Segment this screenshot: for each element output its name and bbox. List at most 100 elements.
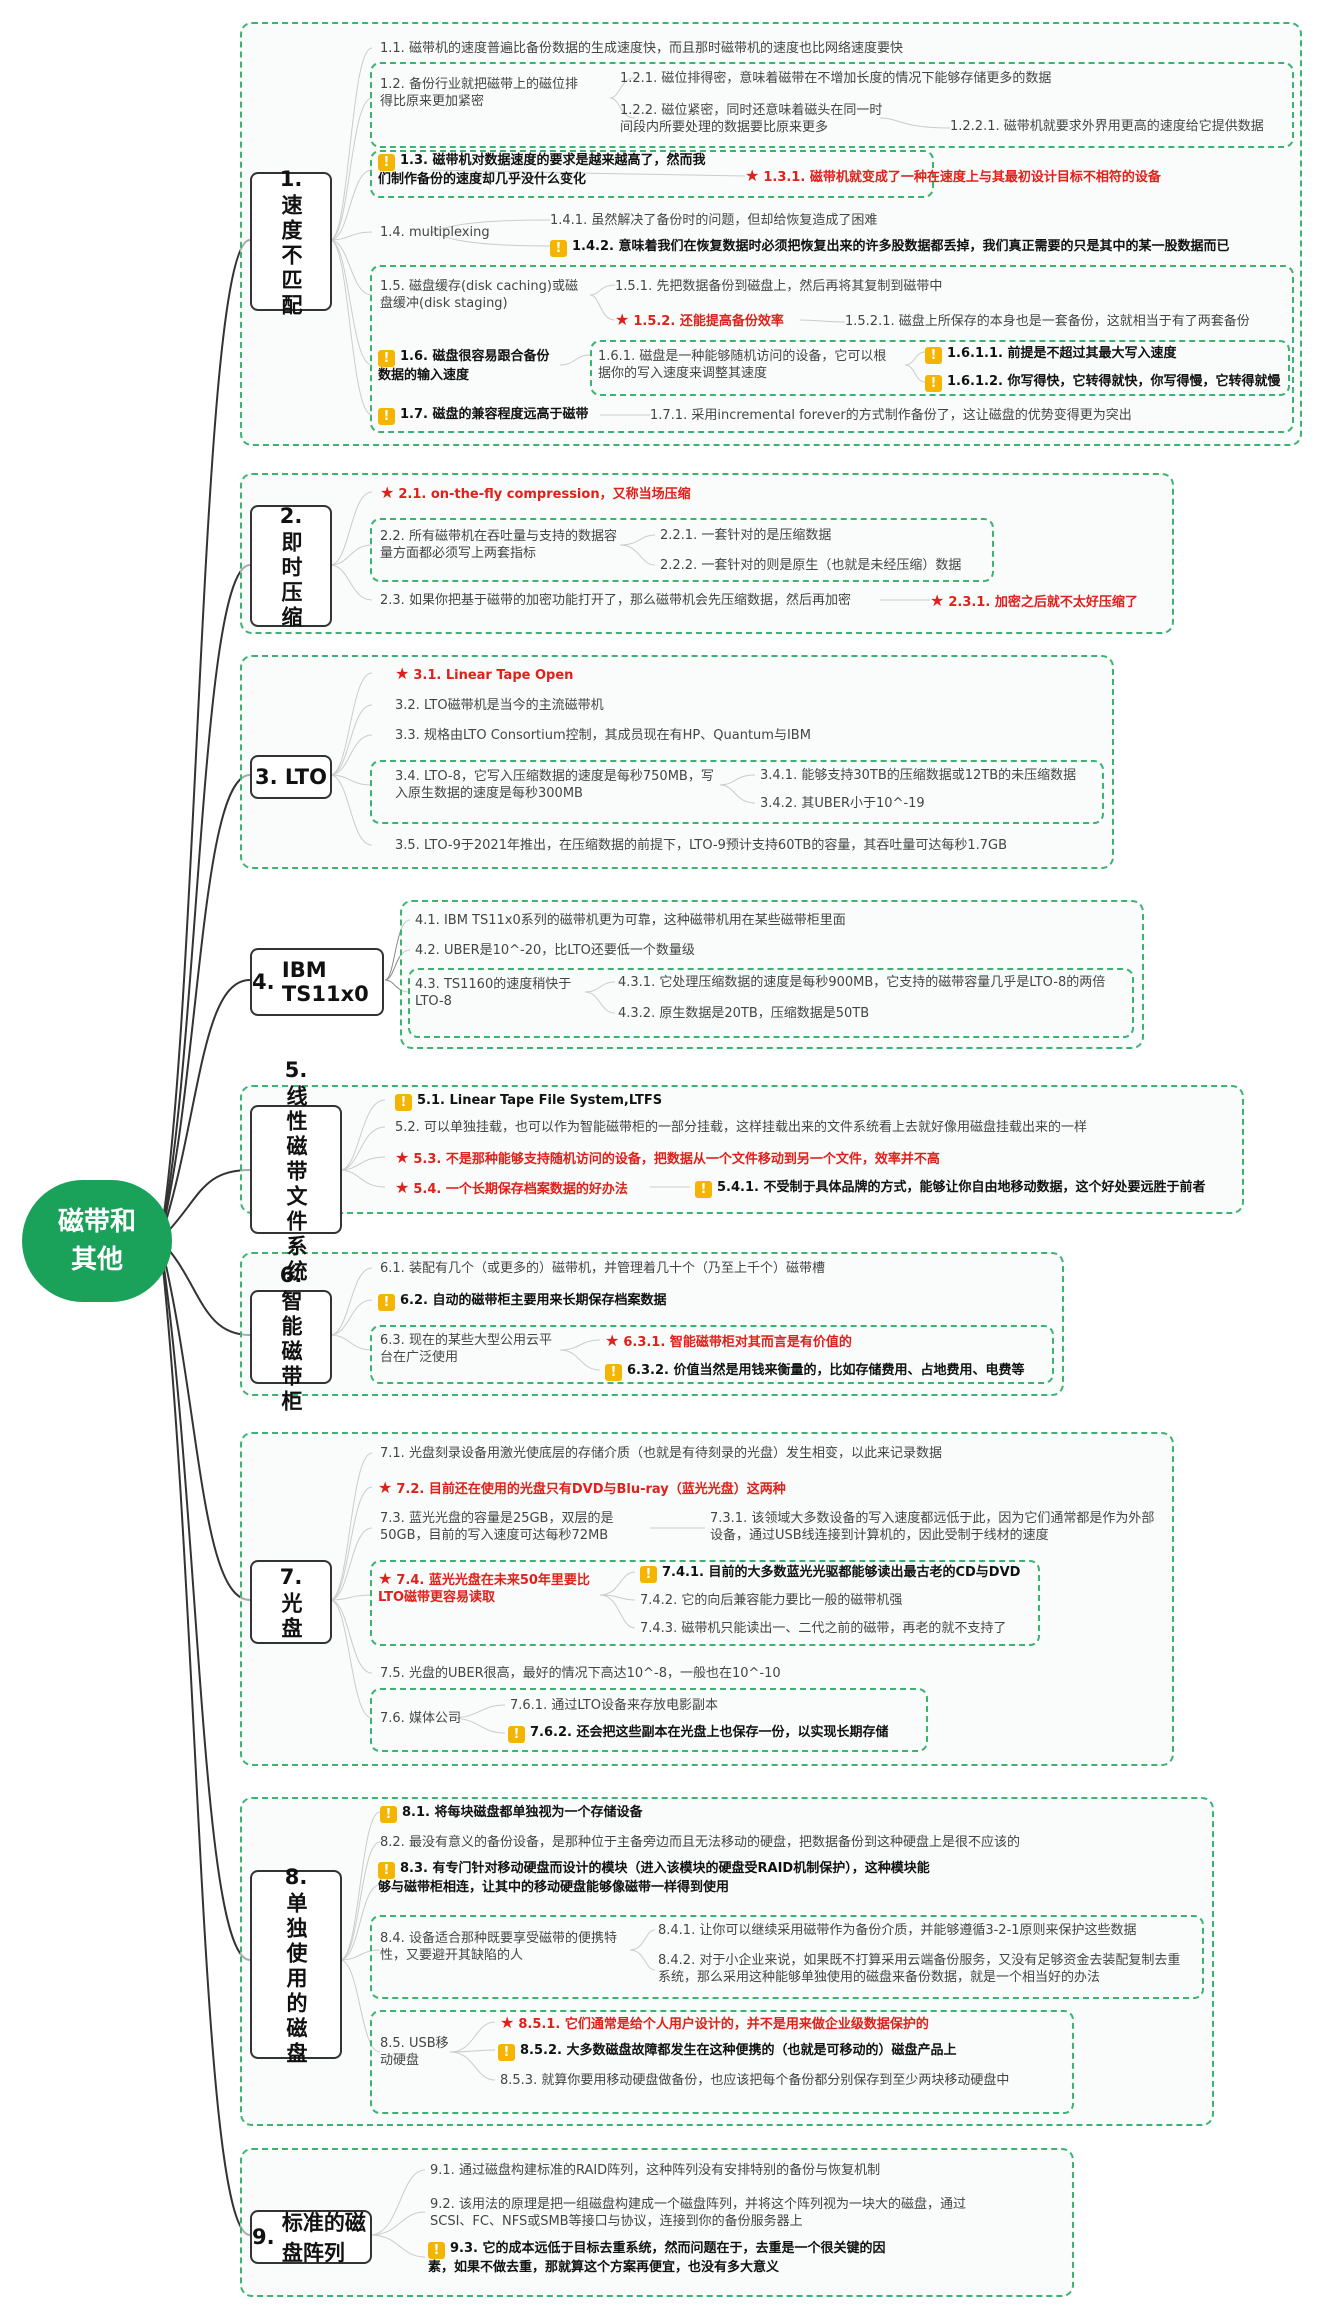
node-1-6-1[interactable]: 1.6.1. 磁盘是一种能够随机访问的设备，它可以根据你的写入速度来调整其速度: [598, 349, 887, 381]
node-4-3-2[interactable]: 4.3.2. 原生数据是20TB，压缩数据是50TB: [618, 1006, 870, 1021]
node-1-4-1[interactable]: 1.4.1. 虽然解决了备份时的问题，但却给恢复造成了困难: [550, 213, 878, 228]
branch-1-node[interactable]: 1.速度不匹配: [250, 167, 332, 319]
node-7-4[interactable]: ★7.4. 蓝光光盘在未来50年里要比LTO磁带更容易读取: [378, 1569, 590, 1605]
node-7-2[interactable]: ★7.2. 目前还在使用的光盘只有DVD与Blu-ray（蓝光光盘）这两种: [378, 1478, 786, 1497]
node-2-3-1[interactable]: ★2.3.1. 加密之后就不太好压缩了: [930, 591, 1138, 610]
node-1-2[interactable]: 1.2. 备份行业就把磁带上的磁位排得比原来更加紧密: [380, 77, 578, 109]
node-8-3[interactable]: !8.3. 有专门针对移动硬盘而设计的模块（进入该模块的硬盘受RAID机制保护）…: [378, 1861, 930, 1895]
branch-6-node[interactable]: 6.智能磁带柜: [250, 1263, 332, 1415]
link-b7: [159, 1239, 251, 1601]
node-1-5[interactable]: 1.5. 磁盘缓存(disk caching)或磁盘缓冲(disk stagin…: [380, 279, 578, 311]
node-5-3[interactable]: ★5.3. 不是那种能够支持随机访问的设备，把数据从一个文件移动到另一个文件，效…: [395, 1148, 940, 1167]
node-1-5-1[interactable]: 1.5.1. 先把数据备份到磁盘上，然后再将其复制到磁带中: [615, 279, 943, 294]
node-3-4[interactable]: 3.4. LTO-8，它写入压缩数据的速度是每秒750MB，写入原生数据的速度是…: [395, 769, 714, 801]
group-b8: [240, 1797, 1214, 2126]
star-icon: ★: [395, 1148, 410, 1167]
node-6-2[interactable]: !6.2. 自动的磁带柜主要用来长期保存档案数据: [378, 1292, 667, 1311]
node-2-2[interactable]: 2.2. 所有磁带机在吞吐量与支持的数据容量方面都必须写上两套指标: [380, 529, 617, 561]
node-1-7[interactable]: !1.7. 磁盘的兼容程度远高于磁带: [378, 406, 589, 425]
central-topic[interactable]: 磁带和其他: [22, 1180, 172, 1302]
node-8-4[interactable]: 8.4. 设备适合那种既要享受磁带的便携特性，又要避开其缺陷的人: [380, 1931, 617, 1963]
node-3-3[interactable]: 3.3. 规格由LTO Consortium控制，其成员现在有HP、Quantu…: [395, 728, 811, 743]
node-8-1[interactable]: !8.1. 将每块磁盘都单独视为一个存储设备: [380, 1804, 643, 1823]
node-1-5-2[interactable]: ★1.5.2. 还能提高备份效率: [615, 310, 784, 329]
node-6-3-1[interactable]: ★6.3.1. 智能磁带柜对其而言是有价值的: [605, 1331, 852, 1350]
node-4-3[interactable]: 4.3. TS1160的速度稍快于LTO-8: [415, 977, 572, 1009]
warning-icon: !: [378, 1294, 395, 1311]
node-8-5-3[interactable]: 8.5.3. 就算你要用移动硬盘做备份，也应该把每个备份都分别保存到至少两块移动…: [500, 2073, 1010, 2088]
node-7-3[interactable]: 7.3. 蓝光光盘的容量是25GB，双层的是50GB，目前的写入速度可达每秒72…: [380, 1511, 614, 1543]
node-7-4-3[interactable]: 7.4.3. 磁带机只能读出一、二代之前的磁带，再老的就不支持了: [640, 1621, 1007, 1636]
node-9-2[interactable]: 9.2. 该用法的原理是把一组磁盘构建成一个磁盘阵列，并将这个阵列视为一块大的磁…: [430, 2197, 966, 2229]
node-7-3-1[interactable]: 7.3.1. 该领域大多数设备的写入速度都远低于此，因为它们通常都是作为外部设备…: [710, 1511, 1155, 1543]
branch-5-node[interactable]: 5.线性磁带文件系统: [250, 1058, 342, 1285]
node-3-2[interactable]: 3.2. LTO磁带机是当今的主流磁带机: [395, 698, 604, 713]
link-b4: [159, 979, 251, 1241]
node-7-1[interactable]: 7.1. 光盘刻录设备用激光使底层的存储介质（也就是有待刻录的光盘）发生相变，以…: [380, 1446, 942, 1461]
node-2-2-2[interactable]: 2.2.2. 一套针对的则是原生（也就是未经压缩）数据: [660, 558, 962, 573]
branch-2-node[interactable]: 2.即时压缩: [250, 504, 332, 631]
link-b2: [159, 564, 251, 1241]
node-7-5[interactable]: 7.5. 光盘的UBER很高，最好的情况下高达10^-8，一般也在10^-10: [380, 1666, 781, 1681]
node-1-5-2-1[interactable]: 1.5.2.1. 磁盘上所保存的本身也是一套备份，这就相当于有了两套备份: [845, 314, 1250, 329]
link-b1: [159, 239, 251, 1241]
node-2-3[interactable]: 2.3. 如果你把基于磁带的加密功能打开了，那么磁带机会先压缩数据，然后再加密: [380, 593, 851, 608]
node-1-4[interactable]: 1.4. multiplexing: [380, 225, 490, 240]
warning-icon: !: [550, 240, 567, 257]
node-4-2[interactable]: 4.2. UBER是10^-20，比LTO还要低一个数量级: [415, 943, 695, 958]
node-3-5[interactable]: 3.5. LTO-9于2021年推出，在压缩数据的前提下，LTO-9预计支持60…: [395, 838, 1007, 853]
node-9-3[interactable]: !9.3. 它的成本远低于目标去重系统，然而问题在于，去重是一个很关键的因素，如…: [428, 2241, 886, 2275]
branch-4-node[interactable]: 4. IBM TS11x0: [250, 948, 384, 1016]
node-1-3-1[interactable]: ★1.3.1. 磁带机就变成了一种在速度上与其最初设计目标不相符的设备: [745, 166, 1161, 185]
node-8-2[interactable]: 8.2. 最没有意义的备份设备，是那种位于主备旁边而且无法移动的硬盘，把数据备份…: [380, 1835, 1020, 1850]
branch-7-node[interactable]: 7.光盘: [250, 1560, 332, 1644]
node-5-4-1[interactable]: !5.4.1. 不受制于具体品牌的方式，能够让你自由地移动数据，这个好处要远胜于…: [695, 1179, 1205, 1198]
branch-8-node[interactable]: 8.单独使用的磁盘: [250, 1865, 342, 2067]
node-1-6-1-2[interactable]: !1.6.1.2. 你写得快，它转得就快，你写得慢，它转得就慢: [925, 373, 1280, 392]
node-7-4-2[interactable]: 7.4.2. 它的向后兼容能力要比一般的磁带机强: [640, 1593, 903, 1608]
node-3-1[interactable]: ★3.1. Linear Tape Open: [395, 664, 574, 683]
node-9-1[interactable]: 9.1. 通过磁盘构建标准的RAID阵列，这种阵列没有安排特别的备份与恢复机制: [430, 2163, 881, 2178]
star-icon: ★: [500, 2013, 515, 2032]
warning-icon: !: [378, 408, 395, 425]
node-8-4-1[interactable]: 8.4.1. 让你可以继续采用磁带作为备份介质，并能够遵循3-2-1原则来保护这…: [658, 1923, 1137, 1938]
node-7-6[interactable]: 7.6. 媒体公司: [380, 1711, 461, 1726]
group-b3-3-4: [370, 760, 1104, 824]
node-2-1[interactable]: ★2.1. on-the-fly compression，又称当场压缩: [380, 483, 691, 502]
node-1-7-1[interactable]: 1.7.1. 采用incremental forever的方式制作备份了，这让磁…: [650, 408, 1132, 423]
node-1-2-1[interactable]: 1.2.1. 磁位排得密，意味着磁带在不增加长度的情况下能够存储更多的数据: [620, 71, 1052, 86]
node-8-5-2[interactable]: !8.5.2. 大多数磁盘故障都发生在这种便携的（也就是可移动的）磁盘产品上: [498, 2042, 956, 2061]
node-7-6-1[interactable]: 7.6.1. 通过LTO设备来存放电影副本: [510, 1698, 718, 1713]
warning-icon: !: [508, 1726, 525, 1743]
node-4-3-1[interactable]: 4.3.1. 它处理压缩数据的速度是每秒900MB，它支持的磁带容量几乎是LTO…: [618, 975, 1106, 990]
node-7-4-1[interactable]: !7.4.1. 目前的大多数蓝光光驱都能够读出最古老的CD与DVD: [640, 1564, 1020, 1583]
node-7-6-2[interactable]: !7.6.2. 还会把这些副本在光盘上也保存一份，以实现长期存储: [508, 1724, 888, 1743]
node-5-1[interactable]: !5.1. Linear Tape File System,LTFS: [395, 1092, 662, 1111]
node-8-5[interactable]: 8.5. USB移动硬盘: [380, 2036, 449, 2068]
node-8-4-2[interactable]: 8.4.2. 对于小企业来说，如果既不打算采用云端备份服务，又没有足够资金去装配…: [658, 1953, 1181, 1985]
node-1-4-2[interactable]: !1.4.2. 意味着我们在恢复数据时必须把恢复出来的许多股数据都丢掉，我们真正…: [550, 238, 1229, 257]
node-5-4[interactable]: ★5.4. 一个长期保存档案数据的好办法: [395, 1178, 628, 1197]
branch-3-node[interactable]: 3. LTO: [250, 755, 332, 799]
node-3-4-1[interactable]: 3.4.1. 能够支持30TB的压缩数据或12TB的未压缩数据: [760, 768, 1077, 783]
node-3-4-2[interactable]: 3.4.2. 其UBER小于10^-19: [760, 796, 925, 811]
group-b7-7-4: [370, 1560, 1040, 1646]
node-1-1[interactable]: 1.1. 磁带机的速度普遍比备份数据的生成速度快，而且那时磁带机的速度也比网络速…: [380, 41, 903, 56]
group-b1-1-6: [590, 340, 1290, 396]
node-8-5-1[interactable]: ★8.5.1. 它们通常是给个人用户设计的，并不是用来做企业级数据保护的: [500, 2013, 929, 2032]
node-6-3[interactable]: 6.3. 现在的某些大型公用云平台在广泛使用: [380, 1333, 552, 1365]
star-icon: ★: [605, 1331, 620, 1350]
node-1-6-1-1[interactable]: !1.6.1.1. 前提是不超过其最大写入速度: [925, 345, 1176, 364]
node-5-2[interactable]: 5.2. 可以单独挂载，也可以作为智能磁带柜的一部分挂载，这样挂载出来的文件系统…: [395, 1120, 1087, 1135]
star-icon: ★: [745, 166, 760, 185]
node-1-3[interactable]: !1.3. 磁带机对数据速度的要求是越来越高了，然而我们制作备份的速度却几乎没什…: [378, 153, 706, 187]
node-1-2-2-1[interactable]: 1.2.2.1. 磁带机就要求外界用更高的速度给它提供数据: [950, 119, 1264, 134]
node-1-2-2[interactable]: 1.2.2. 磁位紧密，同时还意味着磁头在同一时间段内所要处理的数据要比原来更多: [620, 103, 883, 135]
node-6-1[interactable]: 6.1. 装配有几个（或更多的）磁带机，并管理着几十个（乃至上千个）磁带槽: [380, 1261, 825, 1276]
node-4-1[interactable]: 4.1. IBM TS11x0系列的磁带机更为可靠，这种磁带机用在某些磁带柜里面: [415, 913, 846, 928]
node-2-2-1[interactable]: 2.2.1. 一套针对的是压缩数据: [660, 528, 832, 543]
node-6-3-2[interactable]: !6.3.2. 价值当然是用钱来衡量的，比如存储费用、占地费用、电费等: [605, 1362, 1024, 1381]
branch-9-node[interactable]: 9. 标准的磁盘阵列: [250, 2210, 372, 2265]
warning-icon: !: [395, 1094, 412, 1111]
node-1-6[interactable]: !1.6. 磁盘很容易跟合备份数据的输入速度: [378, 349, 550, 383]
